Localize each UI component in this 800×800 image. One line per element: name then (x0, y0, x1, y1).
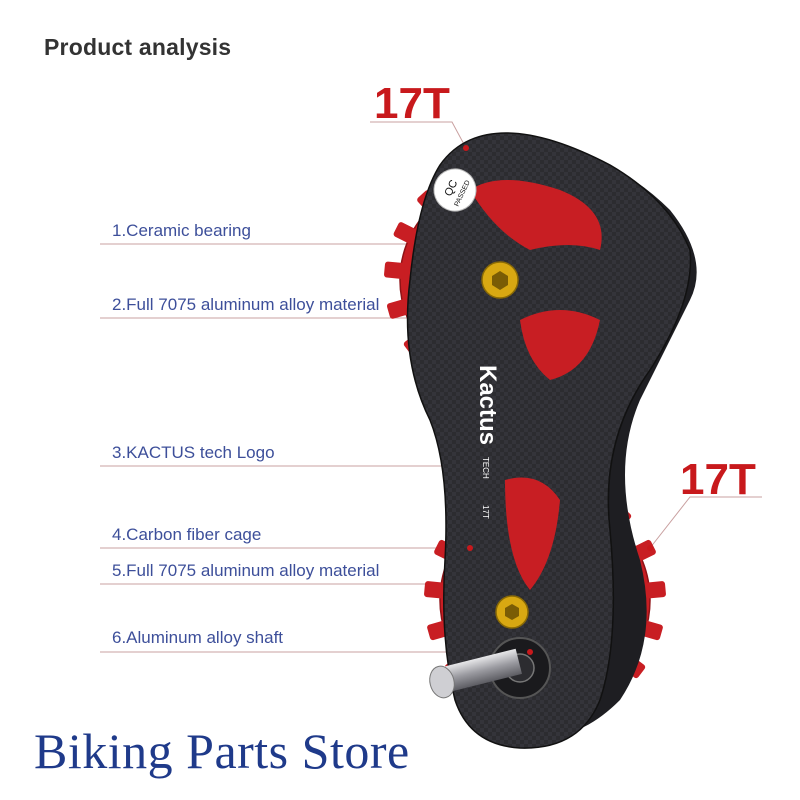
callout-aluminum-material-bottom: 5.Full 7075 aluminum alloy material (112, 561, 380, 580)
callout-kactus-logo: 3.KACTUS tech Logo (112, 443, 275, 462)
callout-ceramic-bearing: 1.Ceramic bearing (112, 221, 251, 240)
callout-aluminum-material-top: 2.Full 7075 aluminum alloy material (112, 295, 380, 314)
callout-dots (463, 145, 653, 655)
cage-cutout-middle (520, 310, 600, 380)
leader-line-bottom-17t (649, 496, 762, 549)
top-bolt (481, 261, 519, 299)
pulley-tooth (393, 222, 417, 244)
aluminum-shaft (429, 648, 522, 699)
pulley-tooth (640, 620, 663, 641)
callout-aluminum-shaft: 6.Aluminum alloy shaft (112, 628, 284, 647)
cage-brand-sub: TECH (481, 457, 490, 479)
qc-sticker: QC PASSED (433, 168, 477, 212)
cage-brand: Kactus (474, 365, 501, 445)
cage-teeth-label: 17T (481, 505, 490, 519)
bottom-bolt (495, 595, 529, 629)
top-pulley-teeth-label: 17T (374, 79, 450, 128)
kactus-logo: Kactus TECH 17T (474, 365, 501, 519)
page-title: Product analysis (44, 34, 232, 60)
callout-carbon-cage: 4.Carbon fiber cage (112, 525, 262, 544)
leader-line-top-17t (370, 121, 467, 149)
cage-cutout-upper (470, 180, 602, 250)
bottom-pulley-teeth-label: 17T (680, 455, 756, 504)
cage-cutout-lower (505, 477, 560, 590)
pulley-tooth (424, 581, 445, 599)
store-name: Biking Parts Store (34, 723, 410, 779)
pulley-tooth (645, 581, 666, 599)
carbon-fiber-cage (406, 132, 692, 749)
pulley-tooth (384, 261, 405, 279)
pulley-tooth (386, 299, 410, 319)
